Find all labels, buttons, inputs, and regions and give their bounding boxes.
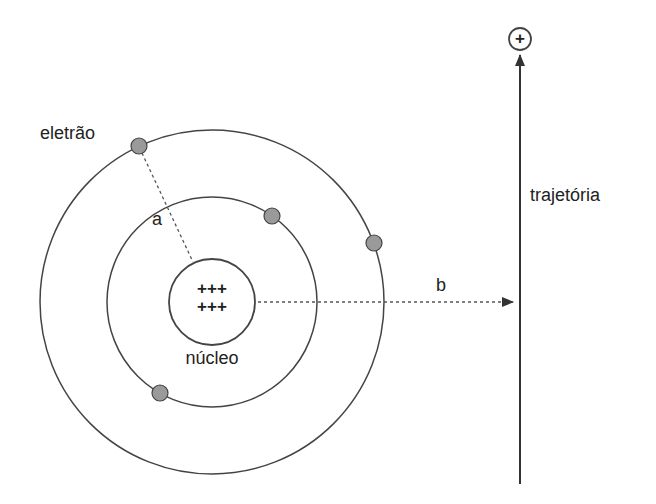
electron (264, 208, 280, 224)
trajectory-label: trajetória (530, 186, 600, 206)
nucleus-label: núcleo (185, 349, 238, 368)
electron-label: eletrão (40, 124, 95, 144)
electron (131, 138, 147, 154)
nucleus-circle: +++ +++núcleo (168, 258, 256, 346)
inner-orbit (107, 197, 317, 407)
electron (366, 235, 382, 251)
charge-sign: + (515, 30, 525, 48)
nucleus-charges: +++ +++ (192, 280, 231, 316)
distance-label: a (152, 210, 162, 230)
trajectory-arrow (519, 55, 521, 484)
distance-b-line (258, 301, 513, 302)
electron (152, 385, 168, 401)
distance-a-line (142, 153, 193, 262)
charged-particle: + (508, 27, 532, 51)
distance-label: b (436, 276, 446, 296)
